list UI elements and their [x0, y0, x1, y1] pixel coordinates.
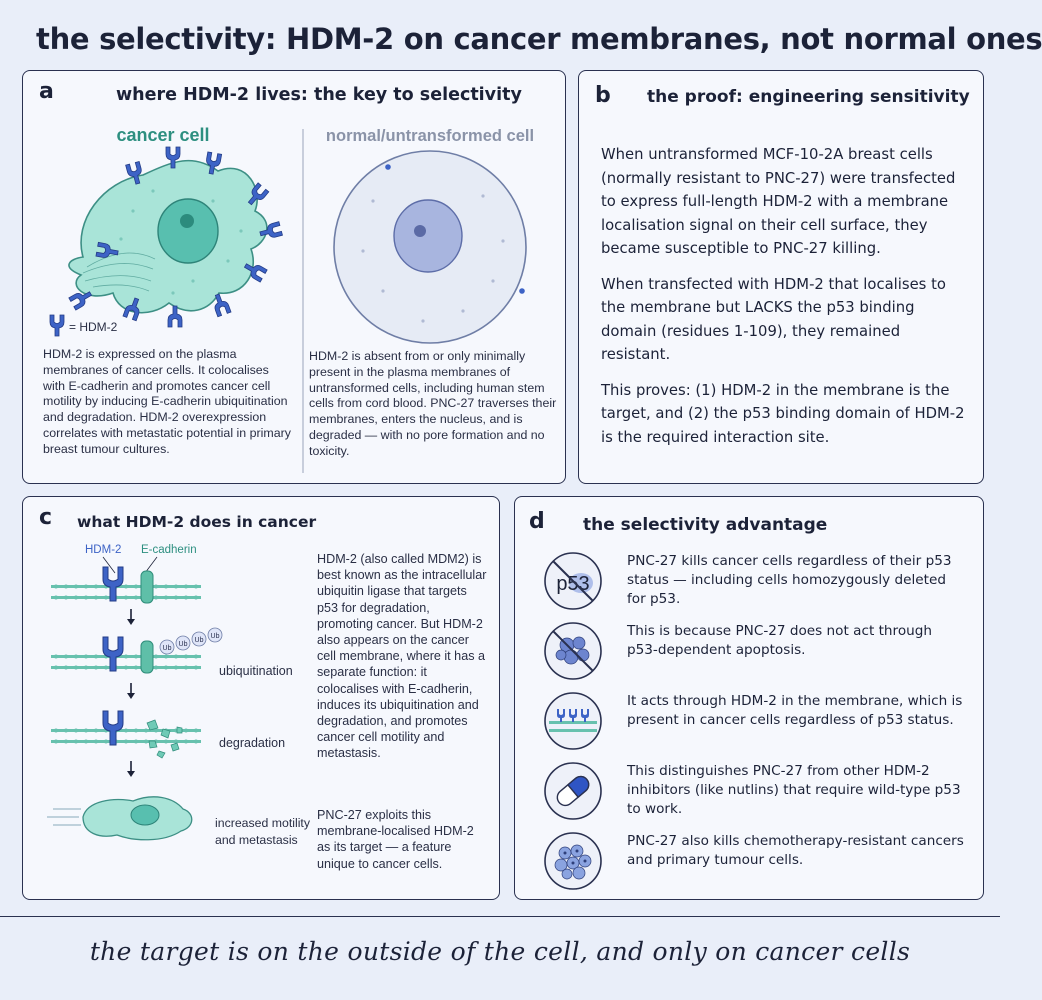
svg-text:Ub: Ub: [195, 637, 204, 644]
membrane-hdm2-icon: [544, 692, 602, 750]
proof-paragraph-3: This proves: (1) HDM-2 in the membrane i…: [601, 381, 965, 446]
svg-text:Ub: Ub: [163, 645, 172, 652]
hdm2-legend-icon: [49, 314, 65, 337]
step-degradation: degradation: [219, 736, 285, 750]
svg-text:Ub: Ub: [211, 633, 220, 640]
advantage-text-5: PNC-27 also kills chemotherapy-resistant…: [627, 833, 964, 868]
step-ubiquitination: ubiquitination: [219, 664, 293, 678]
ecadherin-step1: [140, 570, 154, 604]
advantage-text-1: PNC-27 kills cancer cells regardless of …: [627, 553, 952, 607]
advantage-text-4: This distinguishes PNC-27 from other HDM…: [627, 763, 961, 817]
ecadherin-step2: [140, 640, 154, 674]
panel-a: a where HDM-2 lives: the key to selectiv…: [22, 70, 566, 484]
capsule-icon: [544, 762, 602, 820]
advantage-text-2: This is because PNC-27 does not act thro…: [627, 623, 933, 658]
cancer-cell-label: cancer cell: [116, 125, 209, 145]
proof-paragraph-1: When untransformed MCF-10-2A breast cell…: [601, 146, 956, 257]
normal-nucleus: [393, 199, 463, 273]
panel-c-letter: c: [39, 505, 53, 530]
panel-c-pathway: HDM-2 E-cadherin Ub Ub Ub Ub: [47, 544, 293, 841]
label-ecadherin: E-cadherin: [141, 544, 197, 556]
panel-a-title: where HDM-2 lives: the key to selectivit…: [116, 85, 522, 105]
panel-c-title: what HDM-2 does in cancer: [77, 513, 317, 531]
panel-b: b the proof: engineering sensitivity Whe…: [578, 70, 984, 484]
cell-cluster-icon: [544, 832, 602, 890]
advantage-item-3: It acts through HDM-2 in the membrane, w…: [541, 689, 981, 751]
svg-text:Ub: Ub: [179, 641, 188, 648]
crossed-p53-icon: p53: [544, 552, 602, 610]
hdm2-legend-label: = HDM-2: [69, 320, 118, 334]
panel-c: c what HDM-2 does in cancer: [22, 496, 500, 900]
normal-cell-description: HDM-2 is absent from or only minimally p…: [309, 349, 557, 458]
advantage-item-1: p53 PNC-27 kills cancer cells regardless…: [541, 549, 981, 611]
advantage-text-3: It acts through HDM-2 in the membrane, w…: [627, 693, 963, 728]
hdm2-function-text: HDM-2 (also called MDM2) is best known a…: [317, 552, 487, 761]
advantage-item-2: This is because PNC-27 does not act thro…: [541, 619, 981, 681]
advantage-item-5: PNC-27 also kills chemotherapy-resistant…: [541, 829, 981, 891]
panel-a-letter: a: [39, 79, 54, 104]
panel-d: d the selectivity advantage p53 PNC-27 k…: [514, 496, 984, 900]
cancer-cell-description: HDM-2 is expressed on the plasma membran…: [43, 347, 291, 456]
migrating-cell: [47, 796, 193, 841]
normal-cell-label: normal/untransformed cell: [326, 127, 534, 145]
page-title: the selectivity: HDM-2 on cancer membran…: [36, 22, 1042, 56]
proof-paragraph-2: When transfected with HDM-2 that localis…: [601, 275, 946, 364]
panel-d-letter: d: [529, 509, 545, 534]
degraded-fragments: [146, 719, 183, 759]
footer-divider: [0, 916, 1000, 917]
ubiquitin-chain: Ub Ub Ub Ub: [159, 627, 223, 655]
pnc27-exploit-text: PNC-27 exploits this membrane-localised …: [317, 808, 474, 871]
step-motility: increased motility and metastasis: [215, 816, 310, 847]
panel-a-illustration: cancer cell: [49, 125, 534, 473]
panel-b-title: the proof: engineering sensitivity: [647, 87, 970, 107]
panel-b-letter: b: [595, 83, 611, 108]
cancer-nucleus: [157, 198, 219, 264]
advantage-item-4: This distinguishes PNC-27 from other HDM…: [541, 759, 981, 821]
crossed-apoptosis-icon: [544, 622, 602, 680]
footer-caption: the target is on the outside of the cell…: [89, 937, 911, 966]
panel-d-title: the selectivity advantage: [583, 515, 828, 535]
label-hdm2: HDM-2: [85, 544, 121, 556]
